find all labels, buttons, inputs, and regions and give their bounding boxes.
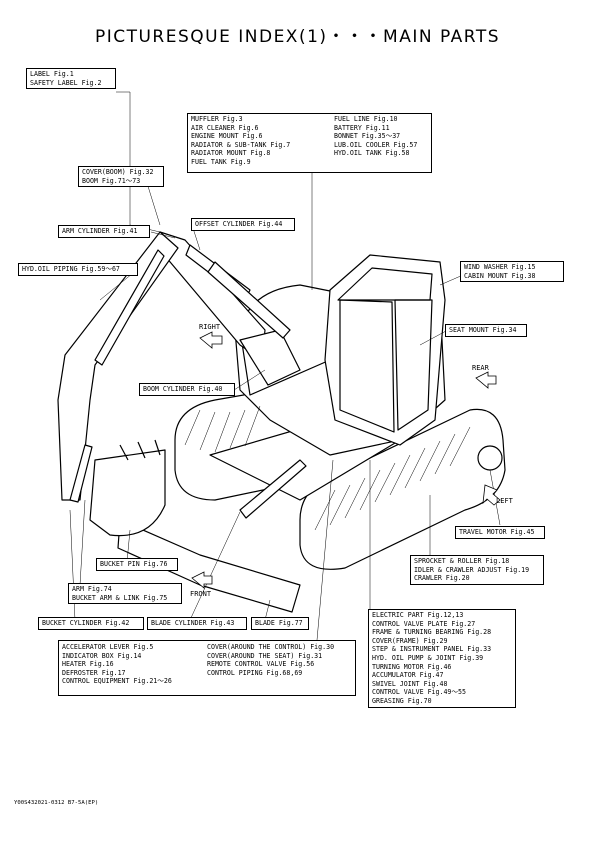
leader-bucket-pin	[126, 529, 131, 563]
footer-code: Y00S432021-0312 B7-5A(EP)	[14, 800, 99, 806]
leader-seat	[419, 330, 447, 346]
left-arrow-icon	[482, 484, 501, 506]
bucket-pin-box: BUCKET PIN Fig.76	[96, 558, 178, 571]
leader-accel	[316, 459, 334, 641]
cabin	[324, 254, 446, 446]
leader-arm-cyl	[150, 231, 176, 239]
left-label: LEFT	[496, 497, 513, 505]
blade-box: BLADE Fig.77	[251, 617, 309, 630]
rear-label: REAR	[472, 364, 489, 372]
arm	[57, 231, 179, 501]
offset-cylinder-box: OFFSET CYLINDER Fig.44	[191, 218, 295, 231]
rear-arrow-icon	[475, 371, 497, 389]
bucket	[89, 449, 166, 537]
right-label: RIGHT	[199, 323, 221, 331]
seat-mount-box: SEAT MOUNT Fig.34	[445, 324, 527, 337]
travel-motor-box: TRAVEL MOTOR Fig.45	[455, 526, 545, 539]
leader-cover-boom	[146, 182, 161, 226]
blade-cylinder-box: BLADE CYLINDER Fig.43	[147, 617, 247, 630]
blade-shape	[117, 519, 301, 613]
boom-cylinder-box: BOOM CYLINDER Fig.40	[139, 383, 235, 396]
sprocket	[477, 445, 503, 471]
leader-blade-cyl	[189, 511, 241, 621]
bucket-cylinder-box: BUCKET CYLINDER Fig.42	[38, 617, 144, 630]
page-title: PICTURESQUE INDEX(1)・・・MAIN PARTS	[94, 27, 501, 47]
hyd-oil-piping-box: HYD.OIL PIPING Fig.59～67	[18, 263, 138, 276]
arm-cylinder-box: ARM CYLINDER Fig.41	[58, 225, 150, 238]
leader-label	[116, 91, 161, 233]
front-label: FRONT	[190, 590, 212, 598]
leader-arm	[79, 499, 86, 586]
front-arrow-icon	[191, 571, 213, 589]
leader-wind	[439, 274, 464, 286]
leader-boom-cyl	[233, 369, 266, 391]
right-arrow-icon	[199, 331, 223, 349]
leader-blade	[264, 599, 271, 621]
